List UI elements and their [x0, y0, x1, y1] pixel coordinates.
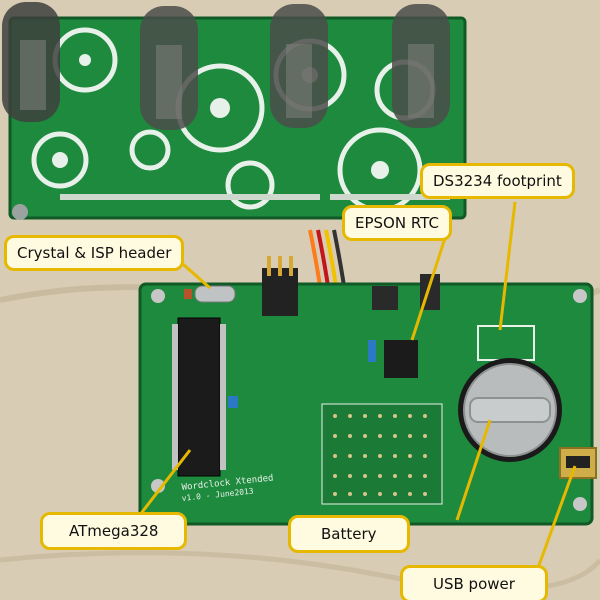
prototype-pads: [333, 414, 427, 496]
callout-atmega328: ATmega328: [40, 512, 188, 550]
mounting-screw: [12, 204, 28, 220]
prototype-area: [321, 403, 443, 505]
usb-port-opening: [566, 456, 590, 468]
epson-rtc-chip: [384, 340, 418, 378]
header-pins: [60, 194, 450, 200]
callout-battery: Battery: [288, 515, 410, 553]
atmega328-chip: [177, 317, 221, 477]
blue-capacitor: [228, 396, 238, 408]
coin-cell-battery: [458, 358, 562, 462]
callout-leaders: [134, 201, 577, 569]
cloth-fold: [0, 550, 600, 592]
callout-crystal-isp-header: Crystal & ISP header: [4, 235, 185, 271]
push-button: [372, 286, 398, 310]
callout-ds3234-footprint: DS3234 footprint: [420, 163, 575, 199]
crystal: [194, 285, 236, 303]
callout-epson-rtc: EPSON RTC: [342, 205, 452, 241]
callout-usb-power: USB power: [400, 565, 548, 600]
display-tubes: [2, 2, 450, 130]
main-board: Wordclock Xtended v1.0 - June2013: [138, 256, 597, 526]
blue-capacitor: [368, 340, 376, 362]
capacitor: [184, 289, 192, 299]
display-board: [2, 2, 467, 220]
chip-pins: [172, 324, 226, 470]
isp-header: [262, 256, 298, 316]
